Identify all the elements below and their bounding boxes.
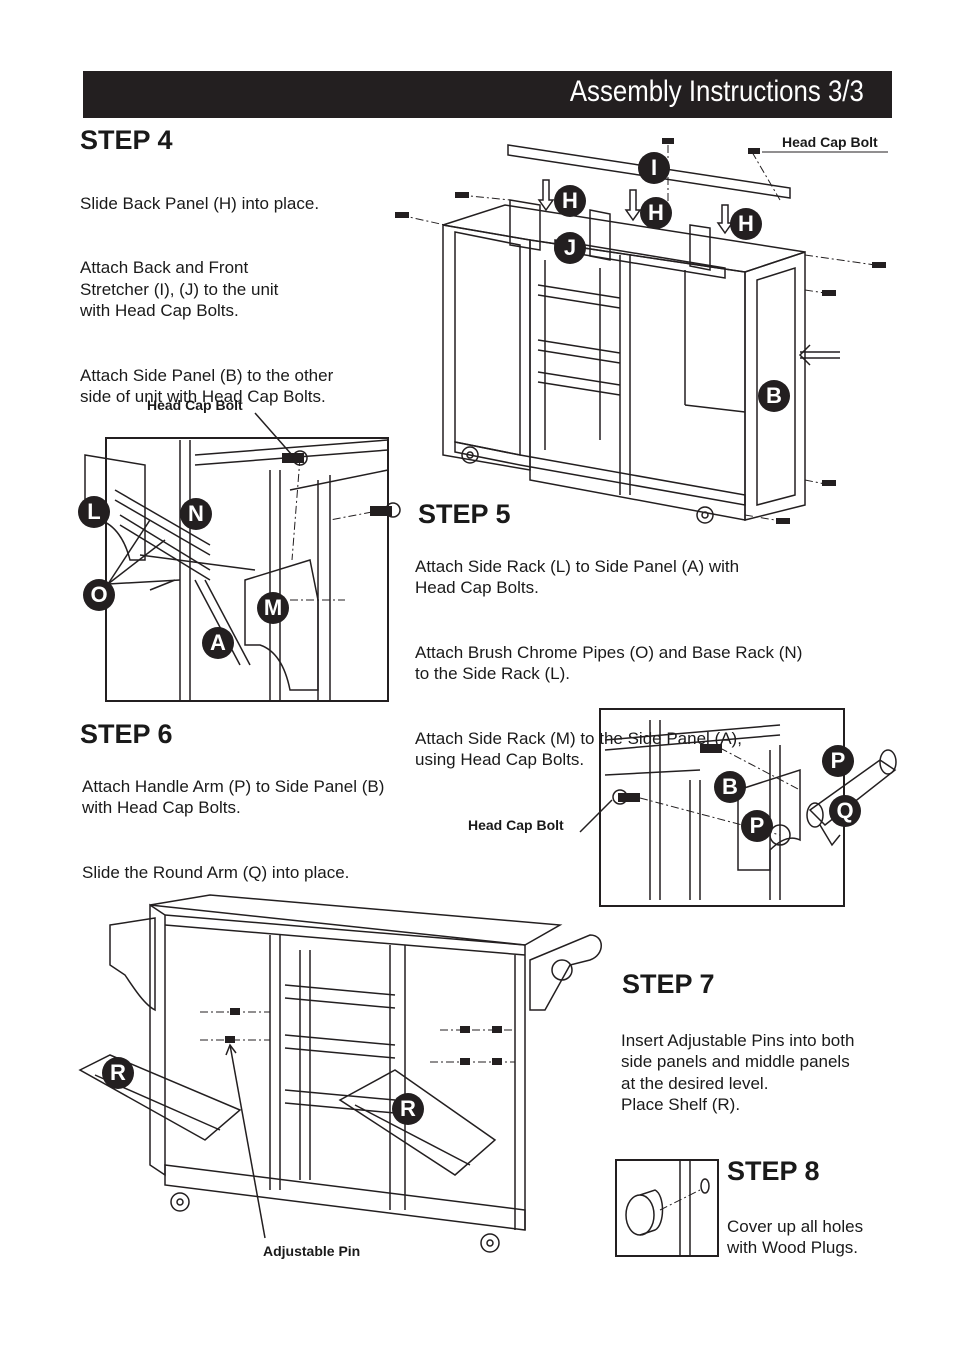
- step6-heading: STEP 6: [80, 719, 173, 749]
- step5-bolt-label: Head Cap Bolt: [147, 397, 243, 413]
- part-badge-p: P: [741, 810, 773, 842]
- part-badge-h: H: [730, 208, 762, 240]
- step4-paragraph: Slide Back Panel (H) into place.: [80, 193, 320, 213]
- step8-instructions: Cover up all holes with Wood Plugs.: [727, 1194, 927, 1280]
- step5-paragraph: Attach Side Rack (L) to Side Panel (A) w…: [415, 556, 740, 598]
- part-badge-r: R: [102, 1057, 134, 1089]
- part-badge-h: H: [554, 185, 586, 217]
- step8-paragraph: Cover up all holes with Wood Plugs.: [727, 1216, 864, 1258]
- page-title: Assembly Instructions 3/3: [570, 75, 864, 108]
- adjustable-pin-label: Adjustable Pin: [263, 1243, 361, 1259]
- part-badge-q: Q: [829, 795, 861, 827]
- part-badge-n: N: [180, 498, 212, 530]
- step6-paragraph: Attach Handle Arm (P) to Side Panel (B) …: [82, 776, 385, 818]
- step6-bolt-label: Head Cap Bolt: [468, 817, 564, 833]
- step6-instructions: Attach Handle Arm (P) to Side Panel (B) …: [82, 754, 442, 905]
- step5-paragraph: Attach Side Rack (M) to the Side Panel (…: [415, 728, 742, 770]
- part-badge-b: B: [714, 771, 746, 803]
- step4-instructions: Slide Back Panel (H) into place. Attach …: [80, 171, 400, 429]
- step7-heading: STEP 7: [622, 969, 715, 999]
- step6-paragraph: Slide the Round Arm (Q) into place.: [82, 862, 350, 882]
- part-badge-b: B: [758, 380, 790, 412]
- part-badge-m: M: [257, 592, 289, 624]
- part-badge-a: A: [202, 627, 234, 659]
- part-badge-i: I: [638, 152, 670, 184]
- step8-heading: STEP 8: [727, 1156, 820, 1186]
- step5-heading: STEP 5: [418, 499, 511, 529]
- part-badge-j: J: [554, 232, 586, 264]
- part-badge-r: R: [392, 1093, 424, 1125]
- part-badge-p: P: [822, 745, 854, 777]
- step5-detail-frame: [105, 437, 389, 702]
- step4-heading: STEP 4: [80, 125, 173, 155]
- step4-paragraph: Attach Back and Front Stretcher (I), (J)…: [80, 258, 279, 320]
- part-badge-l: L: [78, 496, 110, 528]
- step7-paragraph: Insert Adjustable Pins into both side pa…: [621, 1030, 855, 1115]
- step4-bolt-label: Head Cap Bolt: [782, 134, 878, 150]
- step5-instructions: Attach Side Rack (L) to Side Panel (A) w…: [415, 534, 875, 792]
- step8-detail-frame: [615, 1159, 719, 1257]
- part-badge-h: H: [640, 197, 672, 229]
- header-bar: Assembly Instructions 3/3: [83, 71, 892, 118]
- step5-paragraph: Attach Brush Chrome Pipes (O) and Base R…: [415, 642, 803, 684]
- part-badge-o: O: [83, 579, 115, 611]
- step7-instructions: Insert Adjustable Pins into both side pa…: [621, 1008, 921, 1137]
- step4-paragraph: Attach Side Panel (B) to the other side …: [80, 365, 334, 407]
